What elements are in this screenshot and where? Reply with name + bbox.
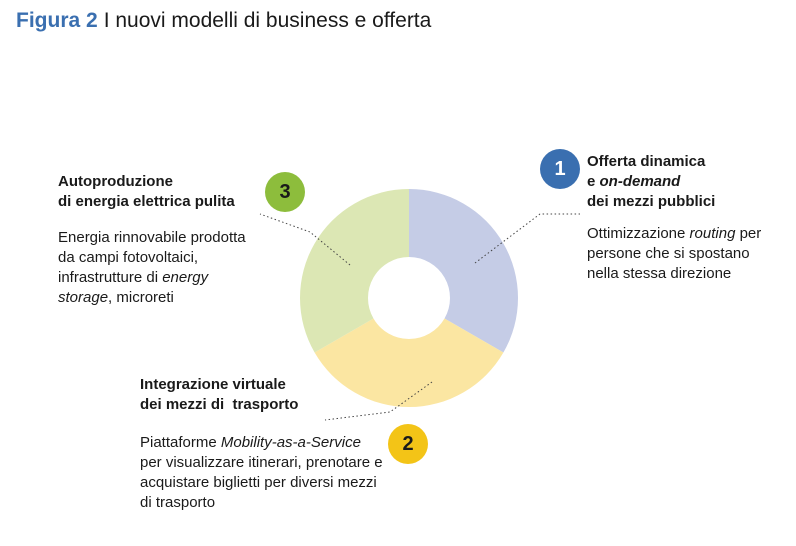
badge-1-number: 1 [554, 157, 566, 180]
label-3-heading-line-1: Autoproduzione [58, 173, 173, 190]
label-2-heading: Integrazione virtuale dei mezzi di trasp… [140, 375, 390, 415]
label-3-heading: Autoproduzione di energia elettrica puli… [58, 172, 263, 212]
leader-line-3 [259, 213, 351, 266]
label-1-description: Ottimizzazione routing per persone che s… [587, 225, 762, 282]
leader-line-1 [474, 213, 580, 264]
label-3-description: Energia rinnovabile prodotta da campi fo… [58, 229, 246, 306]
figure-heading: I nuovi modelli di business e offerta [103, 9, 432, 32]
label-segment-3: Autoproduzione di energia elettrica puli… [58, 172, 263, 308]
label-3-heading-line-2: di energia elettrica pulita [58, 193, 235, 210]
label-segment-2: Integrazione virtuale dei mezzi di trasp… [140, 375, 390, 513]
badge-1: 1 [540, 149, 580, 189]
badge-3: 3 [265, 172, 305, 212]
label-1-heading: Offerta dinamica e on-demand dei mezzi p… [587, 152, 792, 212]
donut-segment-3 [300, 189, 409, 353]
label-1-heading-line-1: Offerta dinamica [587, 153, 706, 170]
figure-number: Figura 2 [16, 9, 98, 32]
badge-2-number: 2 [402, 432, 414, 455]
badge-2: 2 [388, 424, 428, 464]
label-2-heading-line-1: Integrazione virtuale [140, 376, 286, 393]
leader-line-2 [324, 381, 433, 421]
label-1-heading-line-3: dei mezzi pubblici [587, 193, 716, 210]
label-1-heading-line-2: e on-demand [587, 173, 681, 190]
label-2-description: Piattaforme Mobility-as-a-Service per vi… [140, 434, 383, 511]
donut-segment-2 [314, 318, 504, 407]
label-segment-1: Offerta dinamica e on-demand dei mezzi p… [587, 152, 792, 284]
badge-3-number: 3 [279, 180, 291, 203]
donut-segment-1 [409, 189, 518, 353]
label-2-heading-line-2: dei mezzi di trasporto [140, 396, 299, 413]
